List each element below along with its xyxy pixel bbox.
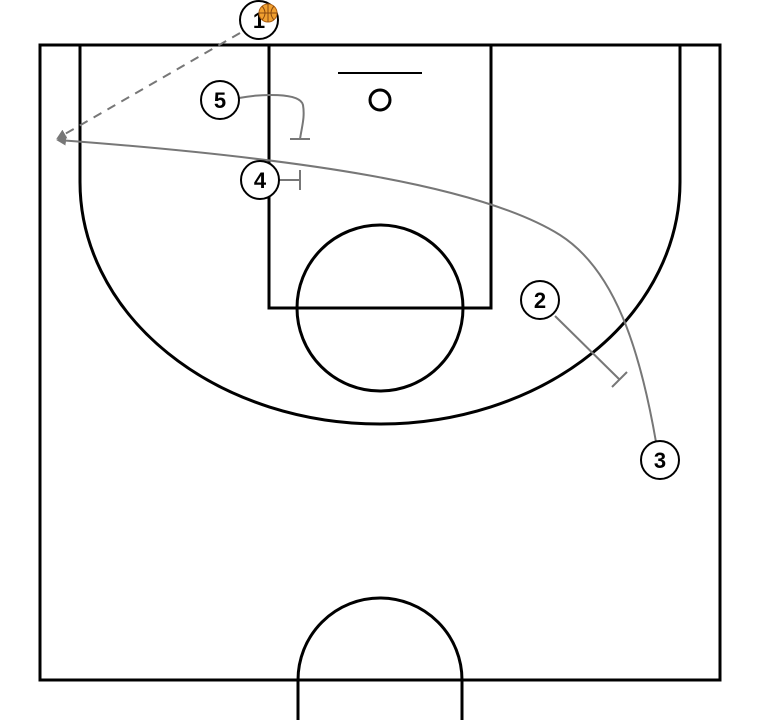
player-label: 5 xyxy=(214,88,226,113)
rim xyxy=(368,88,392,112)
player-circle xyxy=(240,160,280,200)
player-label: 2 xyxy=(534,288,546,313)
three-point-line xyxy=(78,45,682,426)
free-throw-circle xyxy=(295,223,465,393)
player-5: 5 xyxy=(200,80,240,120)
player-3: 3 xyxy=(640,440,680,480)
player-circle xyxy=(200,80,240,120)
center-circle xyxy=(296,596,464,720)
player-circle xyxy=(520,280,560,320)
player-label: 3 xyxy=(654,448,666,473)
basketball-icon xyxy=(258,3,278,23)
screen-path-2 xyxy=(554,315,621,381)
cut-path-3-to-corner xyxy=(56,135,657,443)
player-label: 4 xyxy=(254,168,267,193)
pass-line-1-to-corner xyxy=(56,32,241,139)
screen-bar-2 xyxy=(611,371,628,388)
player-2: 2 xyxy=(520,280,560,320)
court-boundary xyxy=(38,43,722,682)
screen-path-5 xyxy=(238,93,305,140)
player-4: 4 xyxy=(240,160,280,200)
player-circle xyxy=(640,440,680,480)
